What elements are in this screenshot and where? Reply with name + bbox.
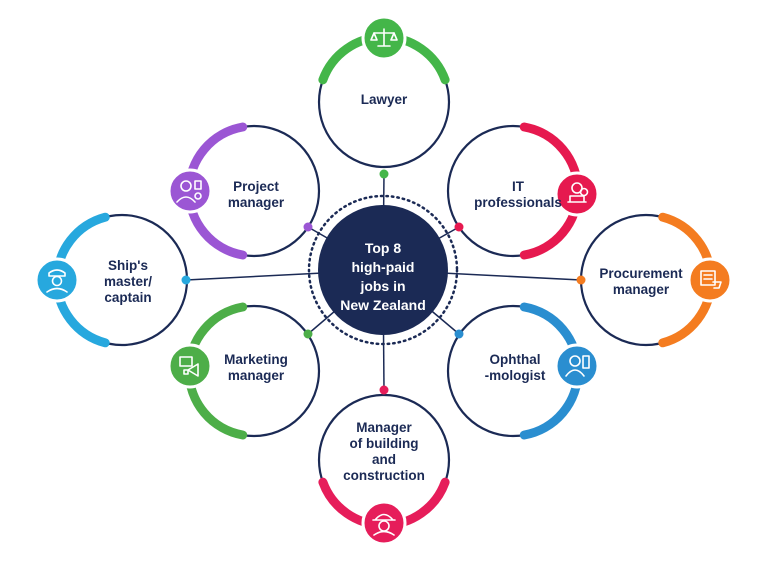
- connector-dot-ophthalmologist: [454, 329, 464, 339]
- hub-dotted-ring: [307, 194, 459, 346]
- icon-glyph-marketing: [179, 356, 199, 377]
- laptop-worker-icon: [554, 171, 600, 217]
- center-title: Top 8 high-paid jobs in New Zealand: [340, 239, 426, 315]
- job-label-ship: Ship's master/ captain: [103, 258, 153, 305]
- connector-dot-ship: [181, 275, 191, 285]
- connector-dot-procurement: [576, 275, 586, 285]
- center-line-2: high-paid: [351, 259, 415, 275]
- icon-glyph-it: [567, 182, 589, 203]
- scales-of-justice-icon: [361, 15, 407, 61]
- icons: [34, 15, 733, 546]
- icon-badge-ship: [34, 257, 80, 303]
- job-label-construction: Manager of building and construction: [343, 420, 425, 483]
- center-line-3: jobs in: [360, 278, 406, 294]
- icon-badge-project: [167, 168, 213, 214]
- ship-captain-icon: [34, 257, 80, 303]
- center-line-4: New Zealand: [340, 297, 426, 313]
- connector-dot-construction: [379, 385, 389, 395]
- ring-lawyer: [317, 32, 451, 179]
- icon-glyph-procurement: [700, 270, 722, 289]
- center-line-1: Top 8: [364, 240, 402, 256]
- job-label-project: Project manager: [227, 179, 285, 210]
- hard-hat-worker-icon: [361, 500, 407, 546]
- icon-badge-it: [554, 171, 600, 217]
- hub-circle: [318, 205, 448, 335]
- connector-dot-project: [303, 222, 313, 232]
- marketing-megaphone-icon: [167, 343, 213, 389]
- procurement-cart-icon: [687, 257, 733, 303]
- connector-dot-marketing: [303, 329, 313, 339]
- connector-dot-lawyer: [379, 169, 389, 179]
- job-label-procurement: Procurement manager: [599, 266, 683, 297]
- job-label-marketing: Marketing manager: [224, 352, 288, 383]
- job-label-lawyer: Lawyer: [360, 92, 408, 107]
- icon-badge-construction: [361, 500, 407, 546]
- icon-glyph-lawyer: [370, 28, 398, 47]
- eye-doctor-icon: [554, 343, 600, 389]
- icon-glyph-ship: [46, 269, 68, 293]
- icon-glyph-construction: [372, 513, 396, 536]
- icon-badge-procurement: [687, 257, 733, 303]
- icon-glyph-ophthalmologist: [565, 355, 590, 377]
- center-hub: [307, 194, 459, 346]
- ring-it: [446, 122, 583, 260]
- project-manager-icon: [167, 168, 213, 214]
- icon-glyph-project: [176, 180, 202, 203]
- job-label-ophthalmologist: Ophthal -mologist: [484, 352, 546, 383]
- connector-dot-it: [454, 222, 464, 232]
- job-label-it: IT professionals: [474, 179, 562, 210]
